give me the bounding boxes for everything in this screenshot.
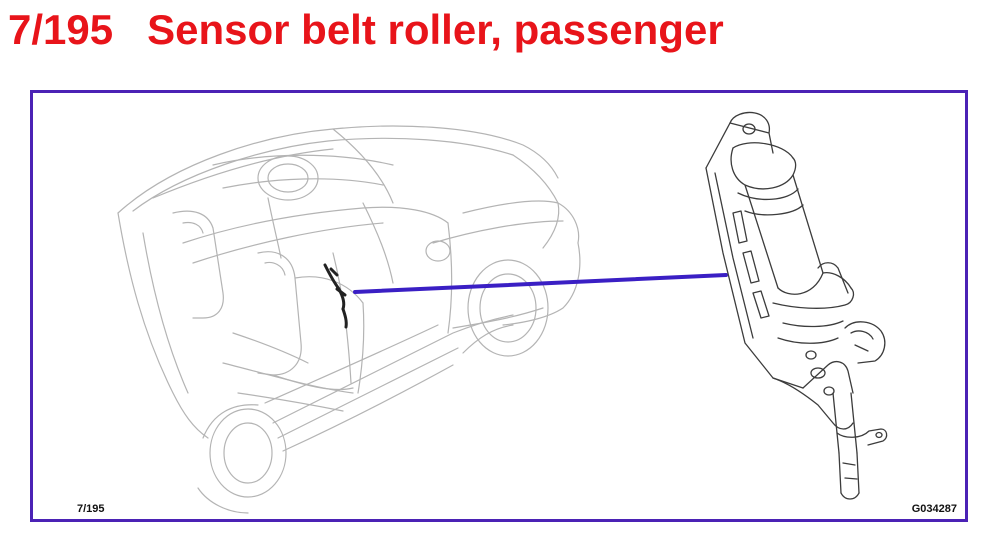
diagram-canvas xyxy=(117,111,888,514)
figure-code-caption: 7/195 xyxy=(77,503,105,515)
diagram-frame: 7/195 G034287 xyxy=(30,90,968,522)
drawing-number-caption: G034287 xyxy=(911,503,957,515)
leader-line xyxy=(353,273,728,294)
belt-roller-location-marker xyxy=(323,263,348,329)
sensor-belt-roller-illustration xyxy=(705,111,888,500)
figure-code: 7/195 xyxy=(8,6,114,53)
figure-title: Sensor belt roller, passenger xyxy=(147,6,724,53)
page-title: 7/195 Sensor belt roller, passenger xyxy=(8,2,724,58)
car-illustration xyxy=(117,125,581,514)
